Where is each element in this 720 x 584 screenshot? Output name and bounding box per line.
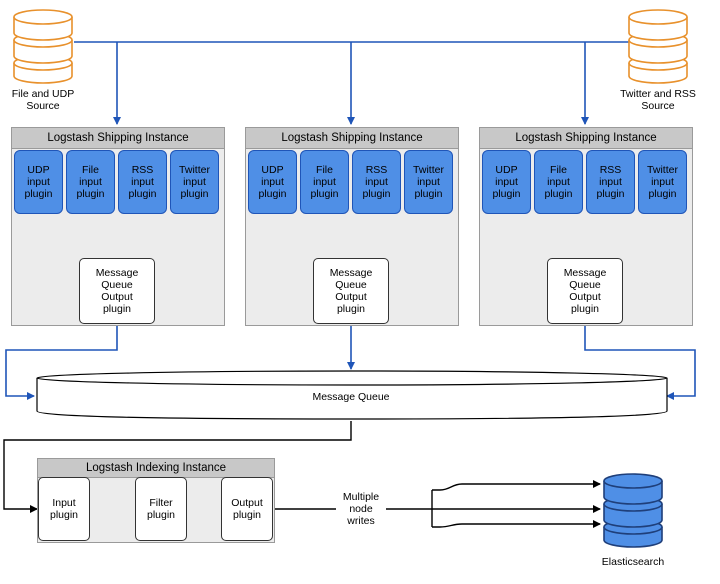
indexing-output-plugin: Output plugin: [221, 477, 273, 541]
database-icon: [628, 9, 688, 84]
udp-input-plugin: UDP input plugin: [14, 150, 63, 214]
udp-input-plugin: UDP input plugin: [248, 150, 297, 214]
indexing-filter-plugin: Filter plugin: [135, 477, 187, 541]
multiple-node-writes-label: Multiple node writes: [336, 491, 386, 527]
indexing-instance-title: Logstash Indexing Instance: [38, 459, 274, 478]
source-right-label: Twitter and RSS Source: [620, 88, 696, 112]
elasticsearch-label: Elasticsearch: [601, 556, 665, 568]
shipping-instance-1: Logstash Shipping Instance UDP input plu…: [11, 127, 225, 326]
twitter-input-plugin: Twitter input plugin: [404, 150, 453, 214]
message-queue-label: Message Queue: [312, 391, 390, 403]
shipping-instance-title: Logstash Shipping Instance: [246, 128, 458, 149]
twitter-input-plugin: Twitter input plugin: [638, 150, 687, 214]
rss-input-plugin: RSS input plugin: [118, 150, 167, 214]
shipping-instance-title: Logstash Shipping Instance: [480, 128, 692, 149]
file-input-plugin: File input plugin: [534, 150, 583, 214]
message-queue-output-plugin: Message Queue Output plugin: [79, 258, 155, 324]
file-input-plugin: File input plugin: [66, 150, 115, 214]
rss-input-plugin: RSS input plugin: [586, 150, 635, 214]
message-queue-output-plugin: Message Queue Output plugin: [547, 258, 623, 324]
database-icon: [13, 9, 73, 84]
shipping-instance-title: Logstash Shipping Instance: [12, 128, 224, 149]
rss-input-plugin: RSS input plugin: [352, 150, 401, 214]
indexing-input-plugin: Input plugin: [38, 477, 90, 541]
message-queue-output-plugin: Message Queue Output plugin: [313, 258, 389, 324]
shipping-instance-2: Logstash Shipping Instance UDP input plu…: [245, 127, 459, 326]
file-input-plugin: File input plugin: [300, 150, 349, 214]
udp-input-plugin: UDP input plugin: [482, 150, 531, 214]
source-left-label: File and UDP Source: [11, 88, 75, 112]
twitter-input-plugin: Twitter input plugin: [170, 150, 219, 214]
message-queue-cylinder: [36, 370, 668, 420]
shipping-instance-3: Logstash Shipping Instance UDP input plu…: [479, 127, 693, 326]
elasticsearch-database-icon: [603, 473, 663, 548]
